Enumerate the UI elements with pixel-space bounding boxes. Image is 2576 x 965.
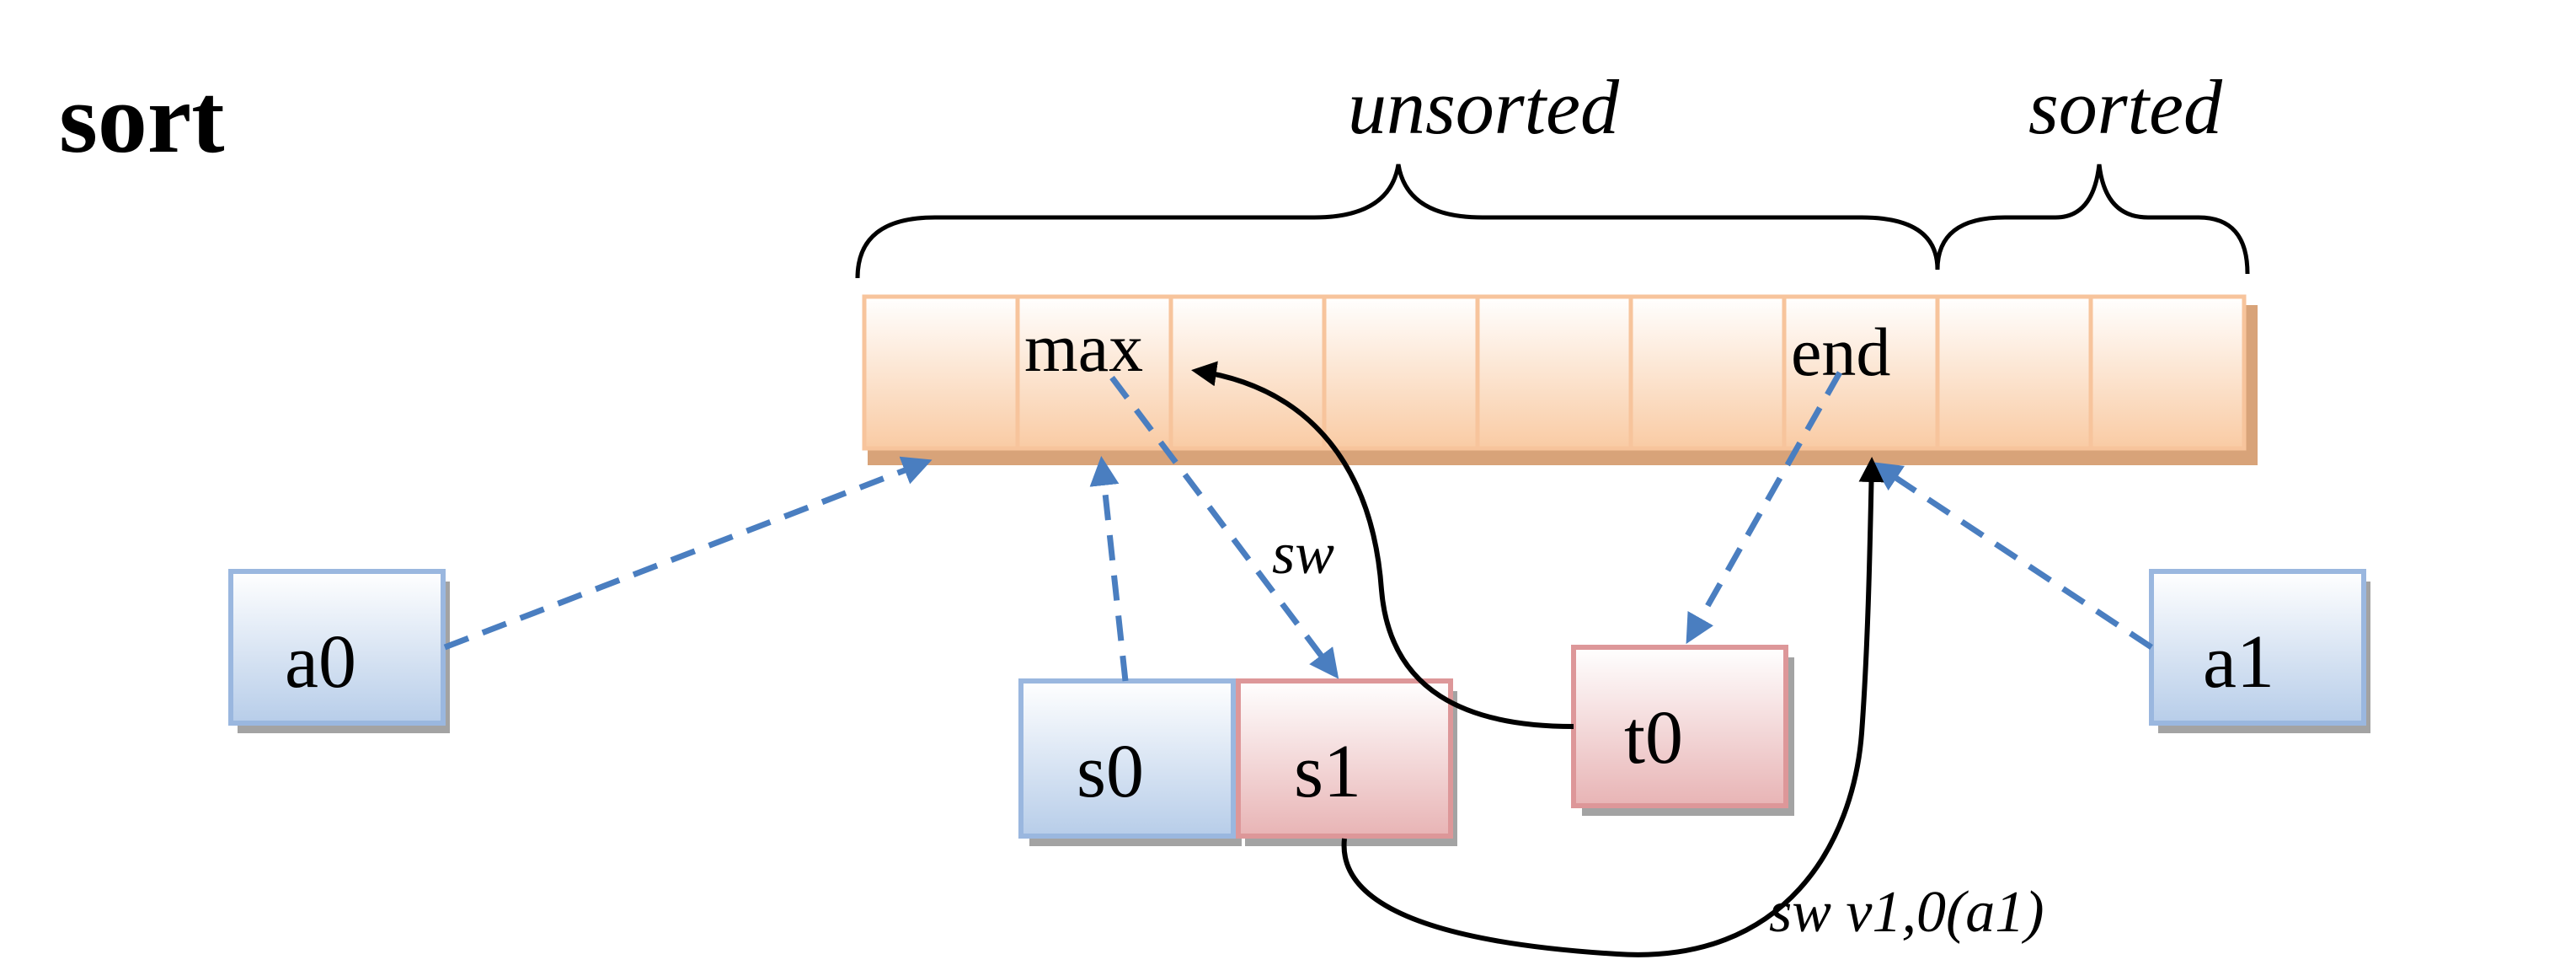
end-to-t0-arrow <box>1686 371 1843 645</box>
register-s1-label: s1 <box>1294 730 1361 813</box>
array-cell-8 <box>2088 294 2247 451</box>
diagram-title: sort <box>59 63 225 174</box>
a0-to-array-arrow <box>443 456 933 651</box>
register-t0-label: t0 <box>1624 696 1683 780</box>
register-a0-label: a0 <box>285 620 356 704</box>
a1-to-end-arrow <box>1872 462 2153 650</box>
register-s1 <box>1236 678 1453 839</box>
sorted-brace <box>1935 164 2250 275</box>
sorted-label: sorted <box>2028 64 2223 150</box>
array-cell-3 <box>1322 294 1480 451</box>
sw-label: sw <box>1272 522 1334 587</box>
unsorted-brace <box>855 164 1940 279</box>
sw-v1-label: sw v1,0(a1) <box>1769 880 2044 945</box>
max-cell-label: max <box>1024 309 1143 386</box>
array-cell-7 <box>1935 294 2093 451</box>
unsorted-label: unsorted <box>1348 64 1620 150</box>
array-cell-5 <box>1628 294 1787 451</box>
register-a0 <box>228 569 446 726</box>
s1-to-end-arrow <box>1341 457 1884 957</box>
s0-to-max-arrow <box>1089 456 1129 682</box>
register-a1-label: a1 <box>2203 620 2274 704</box>
register-a1 <box>2149 569 2366 726</box>
array <box>862 294 2247 451</box>
t0-to-max-arrow <box>1191 361 1574 729</box>
array-cell-0 <box>862 294 1020 451</box>
register-t0 <box>1571 645 1788 808</box>
end-cell-label: end <box>1791 314 1890 390</box>
max-to-s1-arrow <box>1109 375 1339 679</box>
array-cell-4 <box>1475 294 1633 451</box>
register-s0 <box>1018 678 1236 839</box>
array-cell-2 <box>1168 294 1327 451</box>
register-s0-label: s0 <box>1077 730 1144 813</box>
